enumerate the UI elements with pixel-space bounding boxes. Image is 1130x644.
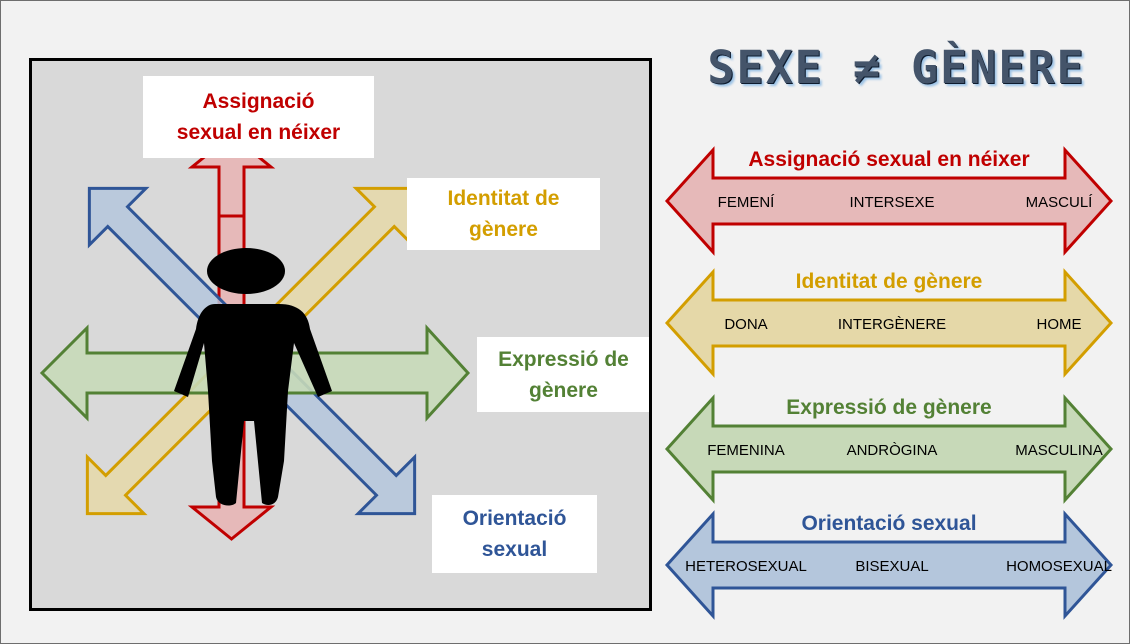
spectrum-term: HETEROSEXUAL	[685, 558, 807, 575]
spectrum-title: Assignació sexual en néixer	[748, 148, 1029, 171]
spectrum-term: BISEXUAL	[855, 558, 928, 575]
label-gender-identity: Identitat de gènere	[407, 178, 600, 250]
compass-panel: Assignació sexual en néixer Identitat de…	[29, 58, 652, 611]
spectrum-term: FEMENÍ	[718, 194, 776, 211]
label-sexual-orientation: Orientació sexual	[432, 495, 597, 573]
spectrum-term: INTERGÈNERE	[838, 316, 946, 333]
spectrum-title: Identitat de gènere	[796, 270, 983, 293]
spectrum-term: HOMOSEXUAL	[1006, 558, 1112, 575]
page-title: SEXE ≠ GÈNERE	[707, 41, 1086, 94]
spectrum-term: ANDRÒGINA	[847, 442, 938, 459]
spectrum-arrow	[664, 394, 1114, 504]
person-silhouette	[174, 248, 332, 506]
spectrum-term: MASCULINA	[1015, 442, 1103, 459]
spectrum-arrow	[664, 510, 1114, 620]
label-assigned-sex: Assignació sexual en néixer	[143, 76, 374, 158]
spectrum-title: Orientació sexual	[801, 512, 976, 535]
spectrum-term: FEMENINA	[707, 442, 785, 459]
spectrum-title: Expressió de gènere	[786, 396, 991, 419]
spectrum-term: HOME	[1037, 316, 1082, 333]
spectrum-term: DONA	[724, 316, 767, 333]
label-gender-expression: Expressió de gènere	[477, 337, 649, 412]
spectrum-term: MASCULÍ	[1026, 194, 1094, 211]
spectrum-term: INTERSEXE	[849, 194, 934, 211]
compass-arrows	[39, 133, 471, 541]
spectrum-arrow	[664, 146, 1114, 256]
spectrum-arrow	[664, 268, 1114, 378]
